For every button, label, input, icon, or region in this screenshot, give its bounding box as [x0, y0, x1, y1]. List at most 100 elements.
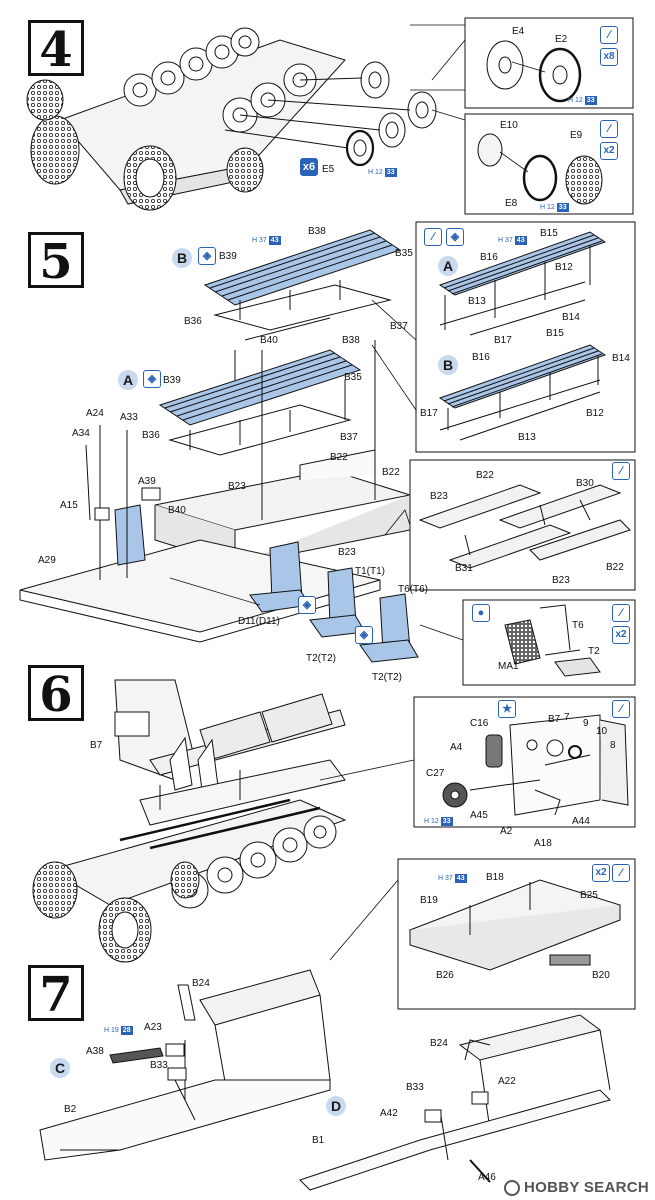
paint-icon: ◈ [143, 370, 161, 388]
part-label: B12 [586, 408, 604, 419]
part-label: T2 [588, 646, 600, 657]
count-badge-x2: x2 [592, 864, 610, 882]
part-label: B37 [340, 432, 358, 443]
part-label: B23 [228, 481, 246, 492]
circled-number: 7 [564, 712, 570, 723]
part-label: B38 [342, 335, 360, 346]
step4-chassis [26, 24, 466, 211]
part-label: A44 [572, 816, 590, 827]
part-label: MA1 [498, 661, 519, 672]
part-label: B12 [555, 262, 573, 273]
glue-icon: ∕ [600, 26, 618, 44]
part-label: B22 [476, 470, 494, 481]
part-label: B39 [219, 251, 237, 262]
part-label: T6(T6) [398, 584, 428, 595]
step-number-7: 7 [28, 965, 84, 1022]
glue-icon: ∕ [600, 120, 618, 138]
part-label: B17 [494, 335, 512, 346]
part-label: B39 [163, 375, 181, 386]
inset-subassembly-b-marker: B [438, 355, 458, 375]
part-label: T2(T2) [306, 653, 336, 664]
part-label: D11(D11) [238, 616, 280, 627]
step6-inset-controls [413, 696, 636, 828]
part-label: A39 [138, 476, 156, 487]
part-label: B38 [308, 226, 326, 237]
glue-icon: ∕ [612, 604, 630, 622]
part-label: A18 [534, 838, 552, 849]
inset-subassembly-a-marker: A [438, 256, 458, 276]
part-label: B25 [580, 890, 598, 901]
part-label: B20 [592, 970, 610, 981]
part-label: B33 [150, 1060, 168, 1071]
part-label: A42 [380, 1108, 398, 1119]
part-label: C27 [426, 768, 445, 779]
part-label: B15 [546, 328, 564, 339]
step4-inset-sprocket [464, 113, 634, 215]
part-label: B22 [382, 467, 400, 478]
part-label: B37 [390, 321, 408, 332]
part-label: B7 [90, 740, 103, 751]
step7-frames [39, 969, 611, 1191]
part-label: B36 [142, 430, 160, 441]
part-label: B22 [606, 562, 624, 573]
step6-hull [32, 679, 347, 963]
part-label: B13 [468, 296, 486, 307]
step-number-6: 6 [28, 665, 84, 722]
part-label: B26 [436, 970, 454, 981]
subassembly-a-marker: A [118, 370, 138, 390]
part-label: B19 [420, 895, 438, 906]
part-label: B22 [330, 452, 348, 463]
part-label: B18 [486, 872, 504, 883]
part-label: T1(T1) [355, 566, 385, 577]
part-label: B36 [184, 316, 202, 327]
part-label: A22 [498, 1076, 516, 1087]
part-label: B13 [518, 432, 536, 443]
part-label: A24 [86, 408, 104, 419]
part-label: T2(T2) [372, 672, 402, 683]
circled-number: 9 [583, 718, 589, 729]
subassembly-d-marker: D [326, 1096, 346, 1116]
count-badge-x6: x6 [300, 158, 318, 176]
paint-icon: ◈ [198, 247, 216, 265]
part-label: E10 [500, 120, 518, 131]
part-label: B15 [540, 228, 558, 239]
step-number-4: 4 [28, 20, 84, 77]
part-label: B7 [548, 714, 561, 725]
part-label: A34 [72, 428, 90, 439]
part-label: E2 [555, 34, 568, 45]
count-badge-x8: x8 [600, 48, 618, 66]
part-label: B16 [472, 352, 490, 363]
glue-icon: ∕ [612, 700, 630, 718]
part-label: B17 [420, 408, 438, 419]
step-number-5: 5 [28, 232, 84, 289]
star-icon: ★ [498, 700, 516, 718]
part-label: B24 [192, 978, 210, 989]
part-label: B30 [576, 478, 594, 489]
step5-benches [19, 229, 419, 663]
part-label: C16 [470, 718, 489, 729]
step6-inset-cabin-box [397, 858, 636, 1010]
part-label: A38 [86, 1046, 104, 1057]
glue-icon: ∕ [612, 462, 630, 480]
part-label: E9 [570, 130, 583, 141]
part-label: B35 [395, 248, 413, 259]
part-label: E5 [322, 164, 335, 175]
step5-inset-bench-assembly [415, 221, 636, 453]
subassembly-b-marker: B [172, 248, 192, 268]
count-badge-x2: x2 [600, 142, 618, 160]
part-label: B31 [455, 563, 473, 574]
watermark-logo [503, 1180, 520, 1196]
part-label: A45 [470, 810, 488, 821]
part-label: E8 [505, 198, 518, 209]
part-label: B40 [168, 505, 186, 516]
part-label: A15 [60, 500, 78, 511]
part-label: A46 [478, 1172, 496, 1183]
part-label: B23 [430, 491, 448, 502]
